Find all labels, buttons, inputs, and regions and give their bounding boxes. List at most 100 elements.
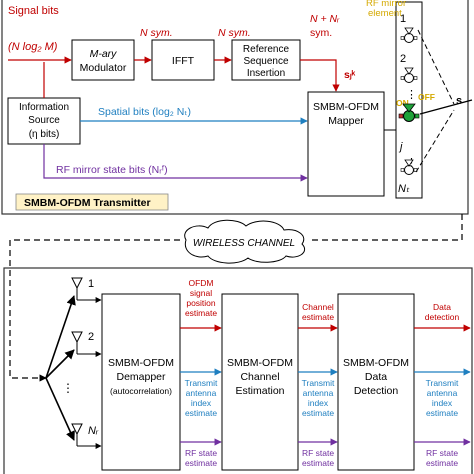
tai-b-label-2: antenna: [303, 388, 334, 398]
tai-c-label-3: index: [432, 398, 453, 408]
n-sym-label-1: N sym.: [140, 27, 173, 39]
mary-modulator-label-2: Modulator: [80, 62, 127, 74]
mapper-label-2: Mapper: [328, 115, 364, 127]
on-label: ON: [396, 98, 409, 108]
reference-label-2: Sequence: [243, 56, 288, 67]
output-s-label: s: [456, 95, 462, 107]
receiver-frame: [3, 267, 473, 474]
rf-a-label-2: estimate: [185, 458, 217, 468]
info-source-label-1: Information: [19, 102, 69, 113]
mary-modulator-label-1: M-ary: [90, 48, 118, 60]
rf-state-bits-label: RF mirror state bits (Nᵣᶠ): [56, 164, 168, 176]
rx-arrow-1: [45, 295, 76, 379]
transmitter-title-badge: [15, 193, 169, 211]
tx-antenna-1: [400, 27, 418, 43]
antenna-dots-top: ⋮: [406, 89, 417, 101]
info-source-label-3: (η bits): [29, 129, 60, 140]
rx-antenna-index-2: 2: [88, 331, 94, 343]
mary-modulator-block: [71, 39, 135, 81]
rx-antenna-index-nr: Nᵣ: [88, 425, 99, 437]
rf-b-label-2: estimate: [302, 458, 334, 468]
reference-label-3: Insertion: [247, 68, 285, 79]
ofdm-est-label-3: position: [186, 298, 216, 308]
ifft-label: IFFT: [172, 55, 195, 67]
rf-state-bits-arrow: [43, 144, 308, 182]
chest-label-2: Channel: [240, 371, 279, 383]
ref-to-mapper-arrow: [300, 59, 340, 92]
radiated-beam-main: [419, 99, 473, 115]
transmitter-title: SMBM-OFDM Transmitter: [24, 197, 151, 209]
tai-b-label-1: Transmit: [302, 378, 335, 388]
ch-est-label-1: Channel: [302, 302, 334, 312]
tai-c-label-2: antenna: [427, 388, 458, 398]
reference-label-1: Reference: [243, 44, 290, 55]
tai-a-label-1: Transmit: [185, 378, 218, 388]
chest-label-1: SMBM-OFDM: [227, 357, 293, 369]
mapper-block: [307, 91, 385, 197]
tai-a-label-3: index: [191, 398, 212, 408]
antenna-dots-bottom: ⋮: [406, 157, 417, 169]
ch-est-label-2: estimate: [302, 312, 334, 322]
tai-a-label-2: antenna: [186, 388, 217, 398]
n-plus-nr-label: N + Nᵣ: [310, 13, 340, 25]
n-sym-label-2: N sym.: [218, 27, 251, 39]
rx-antenna-index-1: 1: [88, 278, 94, 290]
ofdm-est-label-1: OFDM: [188, 278, 213, 288]
rf-b-label-1: RF state: [302, 448, 334, 458]
rf-mirror-label-1: RF mirror: [366, 0, 406, 9]
dd-label-1: SMBM-OFDM: [343, 357, 409, 369]
ofdm-est-label-2: signal: [190, 288, 212, 298]
data-det-label-2: detection: [425, 312, 460, 322]
tai-c-label-4: estimate: [426, 408, 458, 418]
antenna-index-2: 2: [400, 53, 406, 65]
s-symbol-label: sⱼᵏ: [344, 69, 356, 81]
channel-path-top: [308, 214, 463, 241]
rx-arrow-nr: [45, 377, 75, 441]
data-det-label-1: Data: [433, 302, 451, 312]
antenna-index-j: j: [398, 141, 403, 153]
radiated-beam-2: [415, 109, 455, 173]
rx-arrow-2: [45, 349, 75, 379]
demapper-label-3: (autocorrelation): [110, 386, 172, 396]
mapper-label-1: SMBM-OFDM: [313, 101, 379, 113]
signal-bits-label: Signal bits: [8, 5, 59, 17]
tx-antenna-nt: [400, 159, 418, 175]
data-detection-block: [337, 293, 415, 471]
radiated-beam-1: [417, 29, 455, 105]
tai-a-label-4: estimate: [185, 408, 217, 418]
info-source-label-2: Source: [28, 115, 60, 126]
rx-antenna-2: [71, 331, 83, 354]
channel-estimation-block: [221, 293, 299, 471]
rf-a-label-1: RF state: [185, 448, 217, 458]
demapper-block: [101, 293, 181, 471]
spatial-bits-label: Spatial bits (log₂ Nₜ): [98, 106, 191, 118]
antenna-index-nt: Nₜ: [398, 183, 410, 195]
sym-label-3: sym.: [310, 27, 332, 39]
demapper-label-1: SMBM-OFDM: [108, 357, 174, 369]
active-antenna-j: [398, 103, 420, 122]
rf-c-label-2: estimate: [426, 458, 458, 468]
signal-bits-count: (N log₂ M): [8, 41, 58, 53]
wireless-channel-cloud: [184, 219, 306, 264]
tai-b-label-3: index: [308, 398, 329, 408]
off-label: OFF: [418, 92, 435, 102]
dd-label-3: Detection: [354, 385, 399, 397]
tai-c-label-1: Transmit: [426, 378, 459, 388]
rx-antenna-1: [71, 277, 83, 300]
antenna-index-1: 1: [400, 13, 406, 25]
tx-antenna-2: [400, 67, 418, 83]
ofdm-est-label-4: estimate: [185, 308, 217, 318]
tai-b-label-4: estimate: [302, 408, 334, 418]
wireless-channel-label: WIRELESS CHANNEL: [193, 238, 295, 249]
reference-sequence-block: [231, 39, 301, 81]
demapper-label-2: Demapper: [116, 371, 166, 383]
rx-antenna-dots: ⋮: [62, 381, 74, 395]
rf-mirror-label-2: element: [368, 8, 402, 19]
channel-path-bottom: [9, 239, 180, 382]
chest-label-3: Estimation: [235, 385, 284, 397]
rx-antenna-nr: [71, 423, 83, 446]
dd-label-2: Data: [365, 371, 387, 383]
transmitter-frame: [1, 0, 469, 215]
rf-c-label-1: RF state: [426, 448, 458, 458]
